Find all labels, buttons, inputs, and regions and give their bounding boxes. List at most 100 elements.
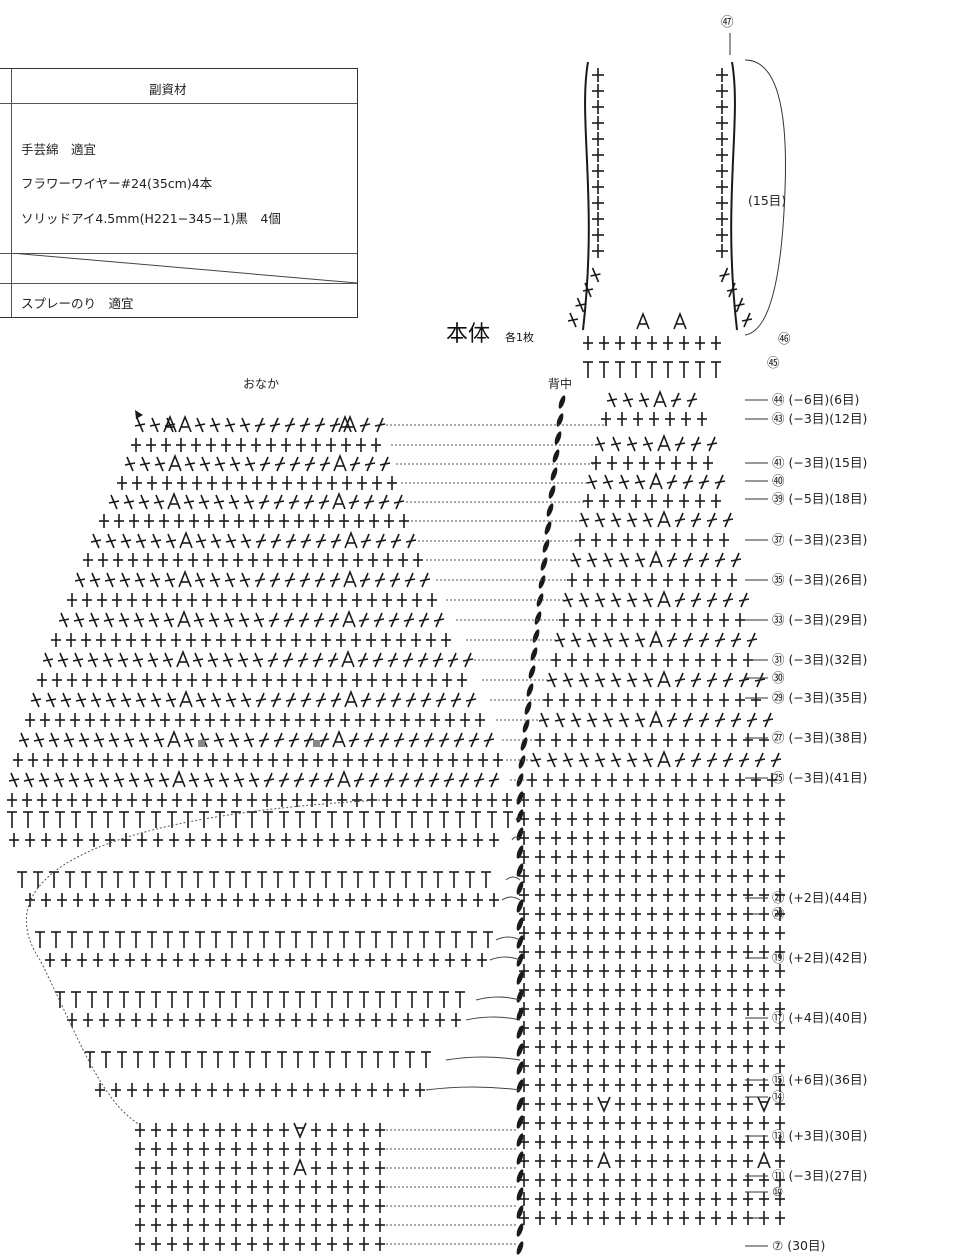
single-crochet-stitch (551, 926, 561, 940)
single-crochet-stitch (151, 1180, 161, 1194)
single-crochet-stitch (695, 945, 705, 959)
single-crochet-stitch (759, 1040, 769, 1054)
slanted-stitch (438, 732, 450, 748)
single-crochet-stitch (759, 869, 769, 883)
single-crochet-stitch (615, 494, 625, 508)
single-crochet-stitch (631, 733, 641, 747)
slanted-stitch (714, 632, 726, 648)
single-crochet-stitch (308, 553, 318, 567)
single-crochet-stitch (535, 1116, 545, 1130)
single-crochet-stitch (631, 964, 641, 978)
single-crochet-stitch (7, 793, 17, 807)
slanted-stitch (530, 752, 542, 768)
half-double-stitch (391, 991, 401, 1008)
single-crochet-stitch (89, 833, 99, 847)
slanted-stitch (473, 772, 485, 788)
single-crochet-stitch (247, 1161, 257, 1175)
row-label: ㉟(−3目)(26目) (772, 572, 867, 587)
chain-stitch (538, 575, 546, 589)
decrease-stitch (177, 609, 191, 628)
slanted-stitch (90, 533, 102, 549)
single-crochet-stitch (327, 1218, 337, 1232)
single-crochet-stitch (263, 1142, 273, 1156)
single-crochet-stitch (285, 953, 295, 967)
single-crochet-stitch (382, 593, 392, 607)
single-crochet-stitch (202, 793, 212, 807)
slanted-stitch (207, 652, 219, 668)
single-crochet-stitch (551, 888, 561, 902)
single-crochet-stitch (247, 593, 257, 607)
half-double-stitch (135, 991, 145, 1008)
slanted-stitch (240, 533, 252, 549)
slanted-stitch (285, 533, 297, 549)
single-crochet-stitch (695, 733, 705, 747)
decrease-stitch (657, 589, 671, 608)
slanted-stitch (458, 772, 470, 788)
single-crochet-stitch (292, 793, 302, 807)
slanted-stitch (255, 692, 267, 708)
single-crochet-stitch (327, 476, 337, 490)
chain-stitch (528, 665, 536, 679)
single-crochet-stitch (551, 983, 561, 997)
single-crochet-stitch (727, 1078, 737, 1092)
row-number: ⑩ (772, 1184, 783, 1199)
slanted-stitch (722, 752, 734, 768)
slanted-stitch (298, 612, 310, 628)
single-crochet-stitch (615, 1040, 625, 1054)
single-crochet-stitch (663, 494, 673, 508)
single-crochet-stitch (338, 553, 348, 567)
half-double-stitch (103, 991, 113, 1008)
single-crochet-stitch (207, 1083, 217, 1097)
single-crochet-stitch (411, 633, 421, 647)
single-crochet-stitch (457, 833, 467, 847)
single-crochet-stitch (759, 793, 769, 807)
decrease-stitch (597, 1150, 611, 1169)
single-crochet-stitch (567, 1116, 577, 1130)
single-crochet-stitch (279, 1123, 289, 1137)
slanted-stitch (373, 612, 385, 628)
chain-stitch (516, 1061, 524, 1075)
slanted-stitch (83, 772, 95, 788)
ear-stitch (716, 132, 728, 146)
single-crochet-stitch (247, 1142, 257, 1156)
single-crochet-stitch (295, 1142, 305, 1156)
slanted-stitch (225, 692, 237, 708)
slanted-stitch (405, 533, 417, 549)
single-crochet-stitch (679, 653, 689, 667)
single-crochet-stitch (711, 1116, 721, 1130)
single-crochet-stitch (631, 888, 641, 902)
slanted-stitch (237, 652, 249, 668)
single-crochet-stitch (679, 336, 689, 350)
single-crochet-stitch (599, 1021, 609, 1035)
single-crochet-stitch (143, 553, 153, 567)
single-crochet-stitch (70, 713, 80, 727)
single-crochet-stitch (711, 1040, 721, 1054)
single-crochet-stitch (727, 1192, 737, 1206)
chain-stitch (526, 683, 534, 697)
single-crochet-stitch (647, 869, 657, 883)
single-crochet-stitch (615, 336, 625, 350)
row-stitch-change: (+3目)(30目) (789, 1128, 868, 1143)
half-double-stitch (167, 991, 177, 1008)
single-crochet-stitch (199, 1142, 209, 1156)
single-crochet-stitch (265, 713, 275, 727)
chain-stitch (534, 611, 542, 625)
slanted-stitch (270, 533, 282, 549)
slanted-stitch (666, 632, 678, 648)
ear-stitch (592, 164, 604, 178)
half-double-stitch (229, 1051, 239, 1068)
decrease-stitch (168, 453, 182, 472)
single-crochet-stitch (261, 633, 271, 647)
single-crochet-stitch (735, 773, 745, 787)
slanted-stitch (273, 494, 285, 510)
slanted-stitch (405, 692, 417, 708)
slanted-stitch (282, 652, 294, 668)
single-crochet-stitch (277, 793, 287, 807)
half-double-stitch (55, 811, 65, 828)
single-crochet-stitch (418, 753, 428, 767)
single-crochet-stitch (615, 983, 625, 997)
half-double-stitch (305, 871, 315, 888)
row-label: ㉚ (772, 670, 785, 685)
single-crochet-stitch (743, 1002, 753, 1016)
single-crochet-stitch (358, 753, 368, 767)
